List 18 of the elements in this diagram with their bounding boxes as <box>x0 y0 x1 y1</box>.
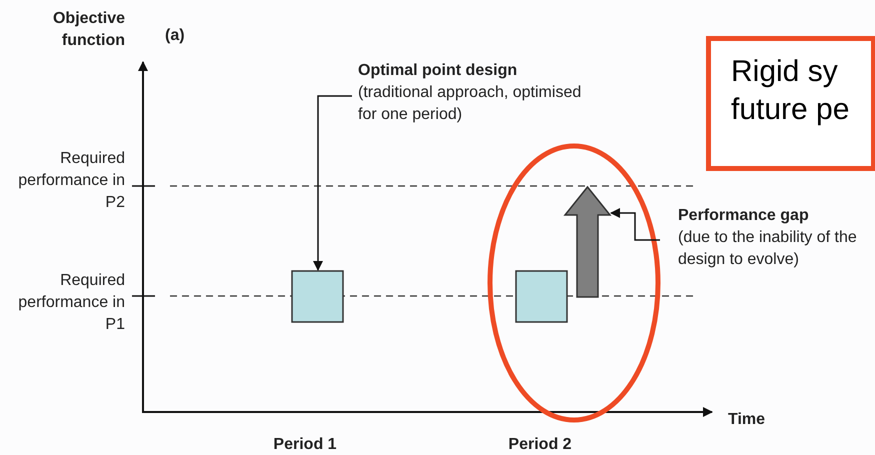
annotation-heading: Performance gap <box>678 206 810 226</box>
period-label: Period 2 <box>507 435 573 455</box>
design-square <box>515 270 568 323</box>
axis-title: Objective function <box>52 9 125 51</box>
callout-text: Rigid sy future pe <box>731 54 850 128</box>
annotation-body: (traditional approach, optimised for one period) <box>358 83 582 125</box>
leader-arrow <box>610 208 660 241</box>
axis-title: Time <box>728 410 766 430</box>
design-square <box>291 270 344 323</box>
callout-box <box>706 36 875 171</box>
annotation-body: (due to the inability of the design to evolve) <box>678 228 858 270</box>
leader-arrow <box>313 95 352 271</box>
reference-label: Required performance in P2 <box>17 149 125 213</box>
annotation-heading: Optimal point design <box>358 61 518 81</box>
reference-label: Required performance in P1 <box>17 271 125 335</box>
gap-arrow <box>563 186 612 298</box>
period-label: Period 1 <box>272 435 338 455</box>
panel-label: (a) <box>165 26 186 46</box>
